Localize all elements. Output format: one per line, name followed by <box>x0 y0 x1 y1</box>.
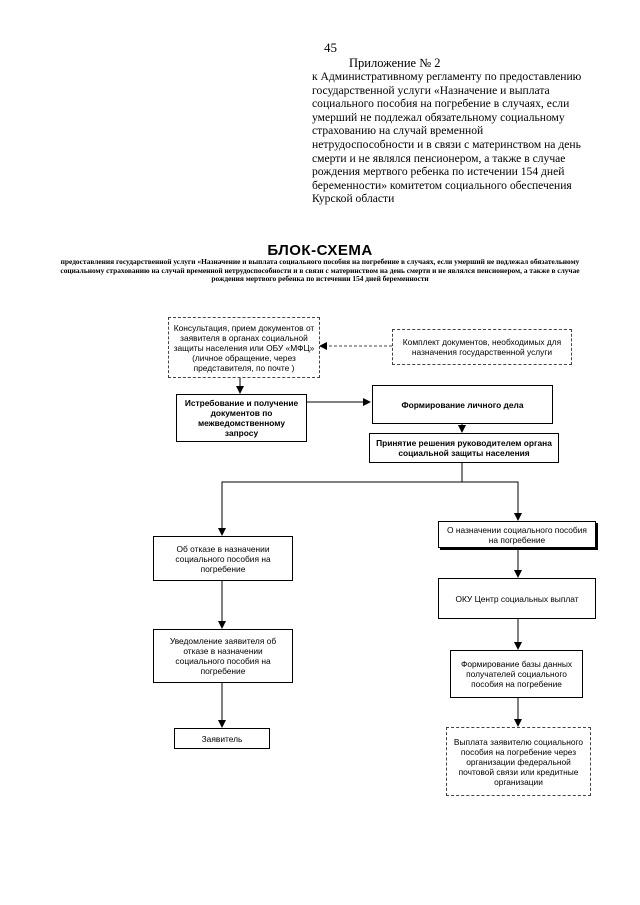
node-consultation: Консультация, прием документов от заявит… <box>168 317 320 378</box>
node-refusal: Об отказе в назначении социального пособ… <box>153 536 293 581</box>
node-notify: Уведомление заявителя об отказе в назнач… <box>153 629 293 683</box>
branch-to-refusal <box>218 463 463 536</box>
branch-to-appointment <box>462 481 522 521</box>
appendix-body: к Административному регламенту по предос… <box>312 70 582 206</box>
node-personal-file: Формирование личного дела <box>372 385 553 424</box>
flowchart-subtitle: предоставления государственной услуги «Н… <box>60 257 580 284</box>
node-payment: Выплата заявителю социального пособия на… <box>446 727 591 796</box>
node-payment-center: ОКУ Центр социальных выплат <box>438 578 596 619</box>
node-applicant: Заявитель <box>174 728 270 749</box>
node-appointment: О назначении социального пособия на погр… <box>438 521 596 548</box>
page-number: 45 <box>324 40 337 55</box>
node-decision: Принятие решения руководителем органа со… <box>369 433 559 463</box>
node-database: Формирование базы данных получателей соц… <box>450 650 583 698</box>
node-request: Истребование и получение документов по м… <box>176 394 307 442</box>
flowchart-title: БЛОК-СХЕМА <box>267 242 373 259</box>
node-documents: Комплект документов, необходимых для наз… <box>392 329 572 365</box>
appendix-title: Приложение № 2 <box>349 56 441 70</box>
